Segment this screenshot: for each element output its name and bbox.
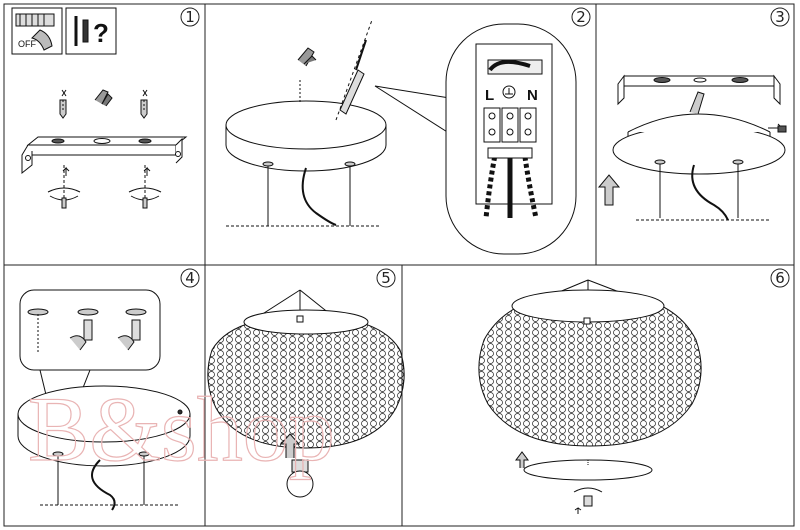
ceiling-canopy (226, 101, 386, 171)
svg-text:4: 4 (185, 269, 195, 287)
step-number-6: 6 (771, 269, 789, 287)
watermark: B&shop (28, 378, 335, 480)
screw-left (48, 165, 80, 210)
pliers-icon (95, 90, 112, 106)
svg-text:2: 2 (576, 8, 586, 26)
svg-text:?: ? (93, 18, 109, 48)
svg-text:3: 3 (775, 8, 785, 26)
mounting-bracket (22, 137, 186, 173)
screw-tighten-icon (768, 124, 786, 132)
tools-icon: ? (66, 8, 116, 54)
step-number-2: 2 (572, 8, 590, 26)
wall-anchor-left (60, 90, 66, 118)
svg-text:N: N (527, 87, 538, 104)
panel-2: L N (226, 20, 576, 254)
panel-6 (479, 280, 701, 514)
glass-disc (524, 460, 652, 480)
up-arrow-6 (516, 452, 528, 468)
step-number-5: 5 (377, 269, 395, 287)
wire-connector-icon (298, 48, 316, 102)
svg-text:6: 6 (775, 269, 785, 287)
suspension-rods (226, 162, 380, 226)
nut-detail-callout (20, 290, 160, 370)
step-number-3: 3 (771, 8, 789, 26)
chandelier-6 (479, 280, 701, 446)
terminal-block-callout: L N (446, 24, 576, 254)
wall-anchor-right (141, 90, 147, 118)
panel-3 (599, 76, 786, 220)
finial-screw (574, 488, 602, 514)
step-number-4: 4 (181, 269, 199, 287)
canopy-3 (613, 92, 785, 220)
step-number-1: 1 (181, 8, 199, 26)
panel-1: OFF ? (12, 8, 186, 210)
svg-text:L: L (485, 87, 494, 104)
svg-text:OFF: OFF (18, 39, 36, 49)
power-off-icon: OFF (12, 8, 62, 54)
up-arrow-3 (599, 175, 619, 205)
svg-text:1: 1 (185, 8, 195, 26)
svg-text:5: 5 (381, 269, 391, 287)
screw-right (129, 165, 161, 210)
